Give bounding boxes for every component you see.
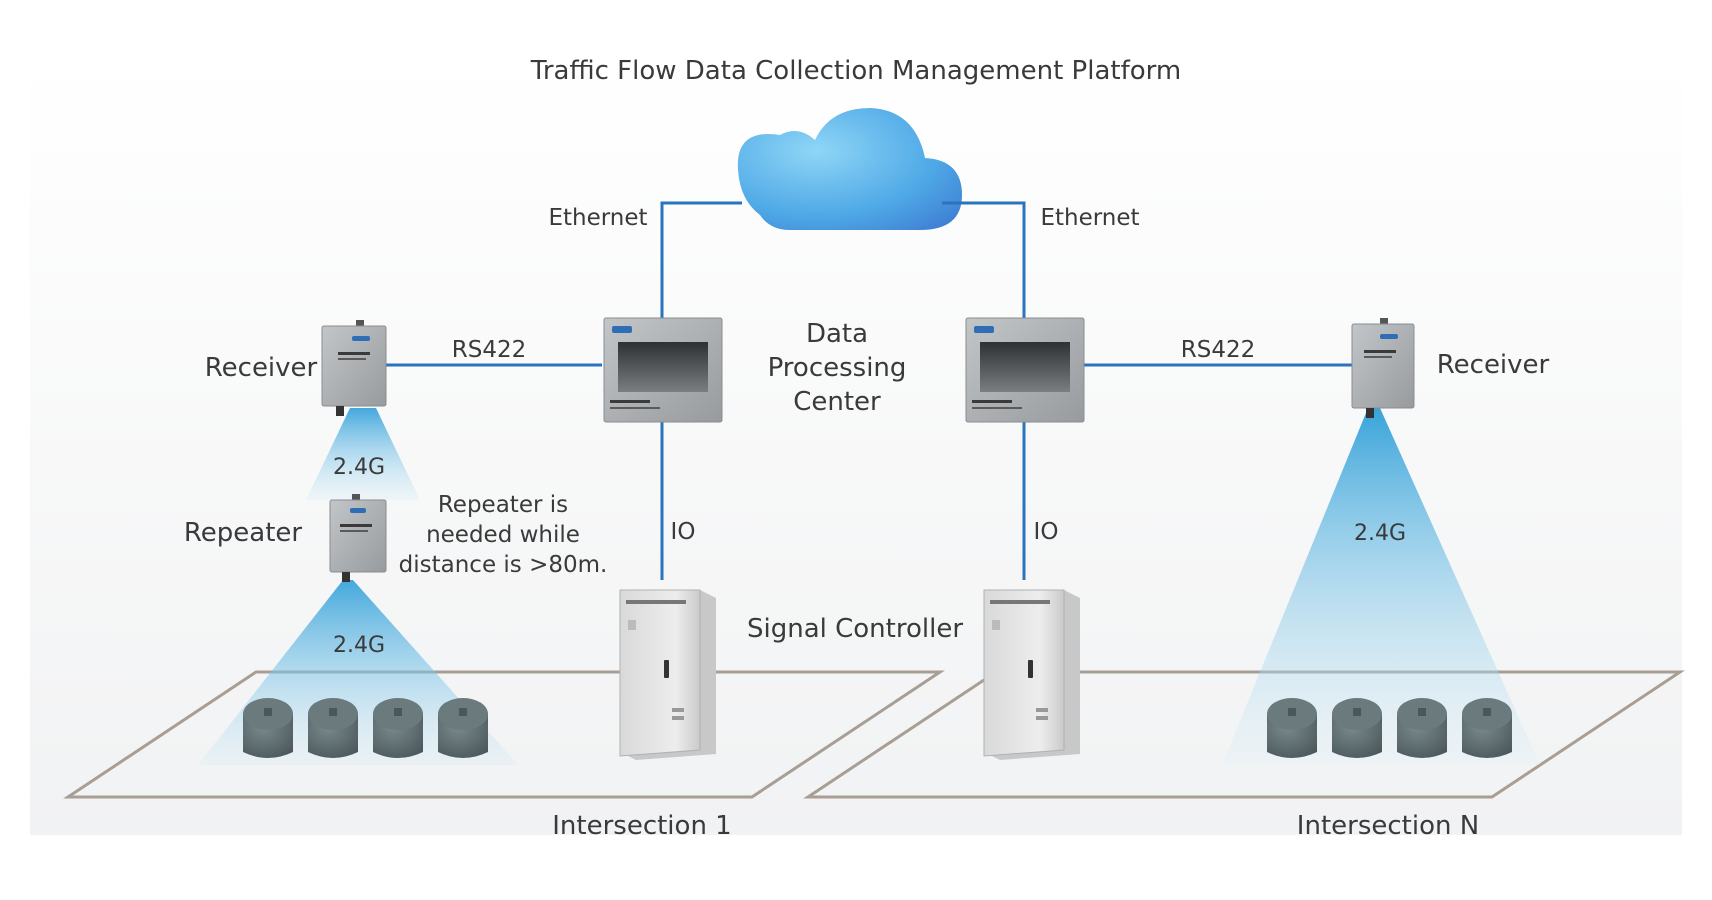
repeater-device <box>329 494 387 582</box>
signal-controller-label: Signal Controller <box>747 614 963 644</box>
wireless-beam-receiver-sensors-right <box>1222 408 1540 765</box>
signal-controller-cabinet-left <box>619 589 716 760</box>
wireless-label-receiver-sensors-right: 2.4G <box>1354 521 1406 546</box>
receiver-right-label: Receiver <box>1437 350 1550 380</box>
sensor-icon <box>1397 698 1447 758</box>
data-center-label-line3: Center <box>793 387 881 417</box>
ethernet-label-right: Ethernet <box>1040 205 1139 231</box>
sensor-icon <box>1462 698 1512 758</box>
wireless-label-repeater-sensors: 2.4G <box>333 633 385 658</box>
sensor-icon <box>308 698 358 758</box>
links <box>384 201 1352 580</box>
repeater-note-line3: distance is >80m. <box>399 552 608 578</box>
sensor-group-right <box>1267 698 1512 758</box>
intersection-label-1: Intersection 1 <box>552 811 731 841</box>
receiver-left-label: Receiver <box>205 353 318 383</box>
wireless-label-receiver-repeater: 2.4G <box>333 455 385 480</box>
data-processing-unit-right <box>965 317 1085 423</box>
rs422-label-right: RS422 <box>1181 337 1255 363</box>
intersection-label-n: Intersection N <box>1297 811 1479 841</box>
data-processing-unit-left <box>603 317 723 423</box>
sensor-icon <box>438 698 488 758</box>
repeater-note-line2: needed while <box>426 522 580 548</box>
ethernet-link-right <box>942 201 1026 318</box>
sensor-icon <box>1332 698 1382 758</box>
sensor-group-left <box>243 698 488 758</box>
data-center-label-line2: Processing <box>768 353 907 383</box>
sensor-icon <box>373 698 423 758</box>
wireless-beam-receiver-repeater <box>306 408 420 500</box>
repeater-label: Repeater <box>184 518 303 548</box>
receiver-left-device <box>321 320 387 416</box>
io-label-left: IO <box>671 519 696 545</box>
io-label-right: IO <box>1034 519 1059 545</box>
cloud-icon <box>737 108 962 230</box>
repeater-note-line1: Repeater is <box>438 492 568 518</box>
ethernet-link-left <box>660 201 742 318</box>
sensor-icon <box>1267 698 1317 758</box>
ethernet-label-left: Ethernet <box>548 205 647 231</box>
signal-controller-cabinet-right <box>983 589 1080 760</box>
receiver-right-device <box>1351 318 1415 418</box>
rs422-label-left: RS422 <box>452 337 526 363</box>
data-center-label-line1: Data <box>806 319 868 349</box>
sensor-icon <box>243 698 293 758</box>
diagram-title: Traffic Flow Data Collection Management … <box>530 56 1181 86</box>
